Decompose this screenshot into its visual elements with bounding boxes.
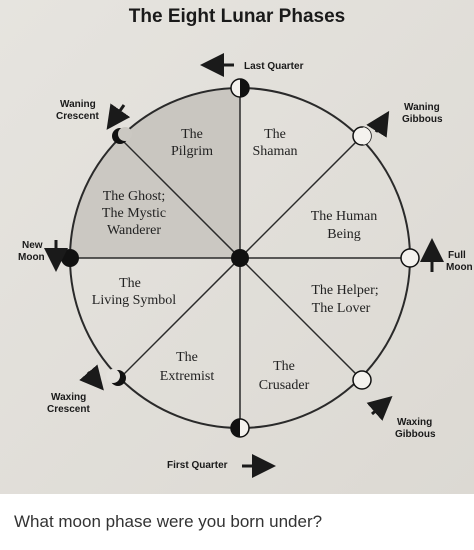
arrow-waxing-crescent [79,364,104,391]
sector-living-1: The [119,276,141,291]
sector-ghost-1: The Ghost; [103,189,166,204]
label-waning-crescent-1: Waning [60,99,96,110]
label-full-moon-1: Full [448,250,466,261]
label-waning-gibbous-1: Waning [404,102,440,113]
waning-crescent-moon-icon [112,127,132,144]
label-waxing-gibbous-1: Waxing [397,417,432,428]
label-waning-crescent-2: Crescent [56,111,99,122]
sector-living-2: Living Symbol [92,293,177,308]
sector-human-2: Being [327,227,360,242]
caption-area: What moon phase were you born under? [0,494,474,550]
sector-ghost-3: Wanderer [107,223,161,238]
sector-crusader-1: The [273,359,295,374]
first-quarter-moon-icon [230,418,250,438]
arrow-waning-crescent [106,103,131,130]
arrow-waxing-gibbous [366,396,393,421]
waxing-crescent-moon-icon [106,369,126,386]
waxing-gibbous-moon-icon [352,370,372,390]
last-quarter-moon-icon [230,78,250,98]
sector-pilgrim-1: The [181,127,203,142]
waning-gibbous-moon-icon [352,126,372,146]
arrow-waning-gibbous [366,110,390,138]
caption-text: What moon phase were you born under? [14,512,323,531]
sector-human-1: The Human [311,209,377,224]
sector-extremist-1: The [176,350,198,365]
label-last-quarter: Last Quarter [244,61,304,72]
diagram-photo: The Eight Lunar Phases Last Quarter Wani… [0,0,474,494]
label-first-quarter: First Quarter [167,460,228,471]
phase-arrows [44,53,444,478]
label-waxing-crescent-1: Waxing [51,392,86,403]
sector-ghost-2: The Mystic [102,206,166,221]
diagram-title: The Eight Lunar Phases [129,6,345,27]
sector-shaman-1: The [264,127,286,142]
new-moon-icon [61,249,79,267]
label-waxing-gibbous-2: Gibbous [395,429,436,440]
sector-helper-1: The Helper; [311,283,378,298]
sector-shaman-2: Shaman [252,144,297,159]
full-moon-icon [400,248,420,268]
label-new-moon-2: Moon [18,252,45,263]
sector-crusader-2: Crusader [259,378,310,393]
label-waning-gibbous-2: Gibbous [402,114,443,125]
sector-helper-2: The Lover [312,301,371,316]
label-full-moon-2: Moon [446,262,473,273]
label-new-moon-1: New [22,240,43,251]
sector-extremist-2: Extremist [160,369,215,384]
label-waxing-crescent-2: Crescent [47,404,90,415]
sector-pilgrim-2: Pilgrim [171,144,213,159]
earth-center-dot [231,249,249,267]
lunar-phase-diagram: The Eight Lunar Phases Last Quarter Wani… [0,0,474,494]
